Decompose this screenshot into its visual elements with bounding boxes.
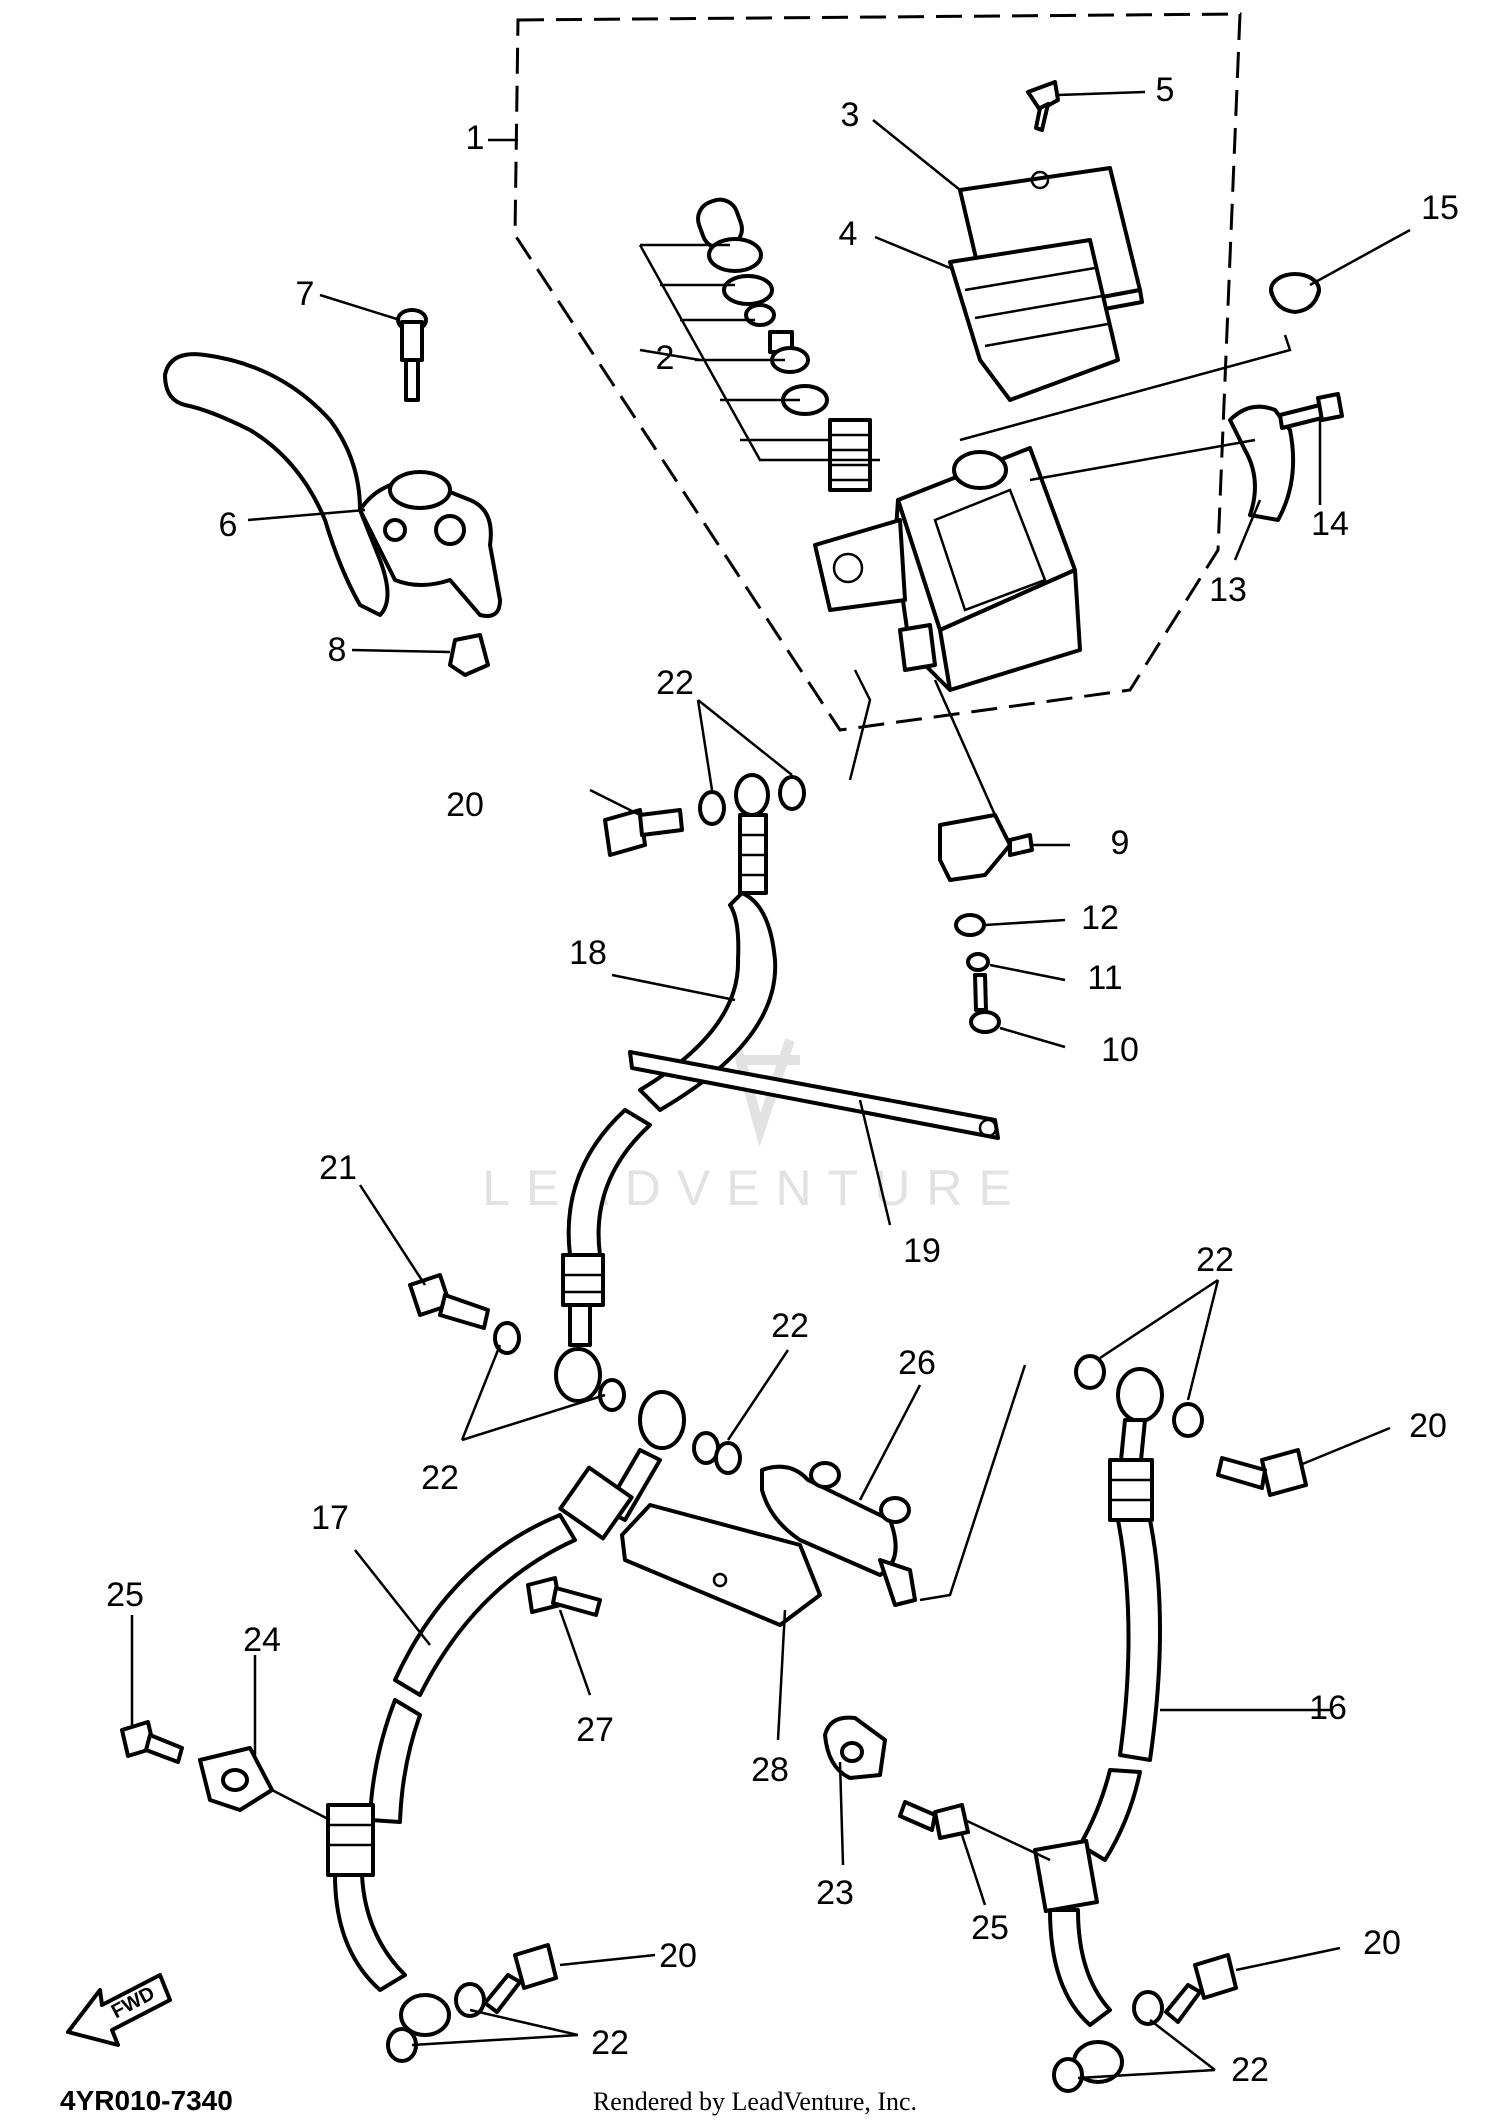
leader-lines <box>130 90 1411 2080</box>
brake-hose-3[interactable] <box>1033 1367 1164 2084</box>
callout-18: 18 <box>569 934 607 972</box>
joint-cover[interactable] <box>620 1503 822 1627</box>
callout-22-upper: 22 <box>656 664 694 702</box>
watermark-text: LEADVENTURE <box>482 1160 1028 1216</box>
switch-spring-washer[interactable] <box>966 952 990 972</box>
master-cylinder-body[interactable] <box>813 446 1082 692</box>
union-bolt-lower-right[interactable] <box>1164 1953 1238 2024</box>
cap-screw[interactable] <box>1026 80 1060 132</box>
diagram-code: 4YR010-7340 <box>60 2085 233 2116</box>
hose-clamp-right[interactable] <box>823 1715 887 1780</box>
copper-washer-lower-left-1[interactable] <box>454 1982 486 2018</box>
callout-27: 27 <box>576 1711 614 1749</box>
callout-22-joint: 22 <box>421 1459 459 1497</box>
clamp-bolt-right[interactable] <box>898 1800 970 1840</box>
callout-10: 10 <box>1101 1031 1139 1069</box>
callout-28: 28 <box>751 1751 789 1789</box>
brake-hose-2[interactable] <box>326 1390 686 2037</box>
callout-25-right: 25 <box>971 1909 1009 1947</box>
holder-bolt[interactable] <box>1278 392 1344 430</box>
callout-20-upper: 20 <box>446 786 484 824</box>
callout-21: 21 <box>319 1149 357 1187</box>
watermark: LEADVENTURE <box>482 1038 1028 1216</box>
callout-25-left: 25 <box>106 1576 144 1614</box>
callout-14: 14 <box>1311 505 1349 543</box>
callout-3: 3 <box>841 96 860 134</box>
piston-kit[interactable] <box>693 195 872 492</box>
cover-bolt[interactable] <box>526 1576 602 1617</box>
callout-20-right: 20 <box>1409 1407 1447 1445</box>
callout-11: 11 <box>1087 959 1122 997</box>
reservoir-plug[interactable] <box>1269 272 1321 314</box>
copper-washer-lower-left-2[interactable] <box>386 2027 418 2063</box>
copper-washer-upper-right[interactable] <box>778 775 806 811</box>
brake-lever[interactable] <box>163 352 502 618</box>
brake-hose-joint[interactable] <box>760 1461 917 1607</box>
clamp-bolt-left[interactable] <box>120 1720 184 1764</box>
copper-washer-upper-right-2[interactable] <box>1172 1402 1204 1438</box>
callout-2: 2 <box>656 339 675 377</box>
copper-washer-lower-right-1[interactable] <box>1132 1990 1164 2026</box>
callout-20-lower-left: 20 <box>659 1937 697 1975</box>
callout-numbers: 1 2 3 4 5 6 7 8 9 10 11 12 13 14 15 16 1… <box>106 71 1459 2089</box>
copper-washer-joint-2[interactable] <box>598 1378 626 1412</box>
switch-screw[interactable] <box>969 973 1001 1034</box>
master-cylinder-holder[interactable] <box>1228 404 1296 522</box>
callout-7: 7 <box>296 275 315 313</box>
callout-22-upper-right: 22 <box>1196 1241 1234 1279</box>
callout-8: 8 <box>328 631 347 669</box>
callout-1: 1 <box>466 119 485 157</box>
union-bolt-lower-left[interactable] <box>483 1943 558 2014</box>
union-bolt-right[interactable] <box>1216 1448 1308 1497</box>
union-bolt-joint[interactable] <box>408 1273 490 1330</box>
forward-direction-arrow: FWD <box>66 1973 172 2047</box>
callout-12: 12 <box>1081 899 1119 937</box>
callout-6: 6 <box>219 506 238 544</box>
lever-pivot-nut[interactable] <box>448 633 490 677</box>
callout-16: 16 <box>1309 1689 1347 1727</box>
callout-4: 4 <box>839 215 858 253</box>
callout-5: 5 <box>1156 71 1175 109</box>
master-cylinder-assembly-boundary <box>513 12 1242 732</box>
copper-washer-upper-right-1[interactable] <box>1074 1354 1106 1390</box>
callout-22-lower-right: 22 <box>1231 2051 1269 2089</box>
callout-26: 26 <box>898 1344 936 1382</box>
hose-clamp-left[interactable] <box>198 1746 274 1812</box>
callout-22-mid: 22 <box>771 1307 809 1345</box>
callout-22-lower-left: 22 <box>591 2024 629 2062</box>
copper-washer-mid[interactable] <box>714 1441 742 1475</box>
copper-washer-upper-left[interactable] <box>698 790 726 826</box>
copper-washer-lower-right-2[interactable] <box>1052 2057 1084 2093</box>
callout-24: 24 <box>243 1621 281 1659</box>
callout-9: 9 <box>1111 824 1130 862</box>
callout-20-lower-right: 20 <box>1363 1924 1401 1962</box>
diaphragm[interactable] <box>948 238 1120 402</box>
callout-17: 17 <box>311 1499 349 1537</box>
union-bolt-upper[interactable] <box>603 808 684 857</box>
lever-pivot-bolt[interactable] <box>396 308 428 402</box>
callout-19: 19 <box>903 1232 941 1270</box>
switch-washer[interactable] <box>954 913 986 937</box>
brake-hose-1[interactable] <box>554 773 778 1403</box>
callout-15: 15 <box>1421 189 1459 227</box>
front-brake-switch[interactable] <box>938 813 1034 882</box>
piston-kit-bracket <box>638 243 880 462</box>
brake-hose-guide[interactable] <box>628 1050 1000 1140</box>
callout-23: 23 <box>816 1874 854 1912</box>
rendered-by-credit: Rendered by LeadVenture, Inc. <box>593 2087 917 2116</box>
callout-13: 13 <box>1209 571 1247 609</box>
